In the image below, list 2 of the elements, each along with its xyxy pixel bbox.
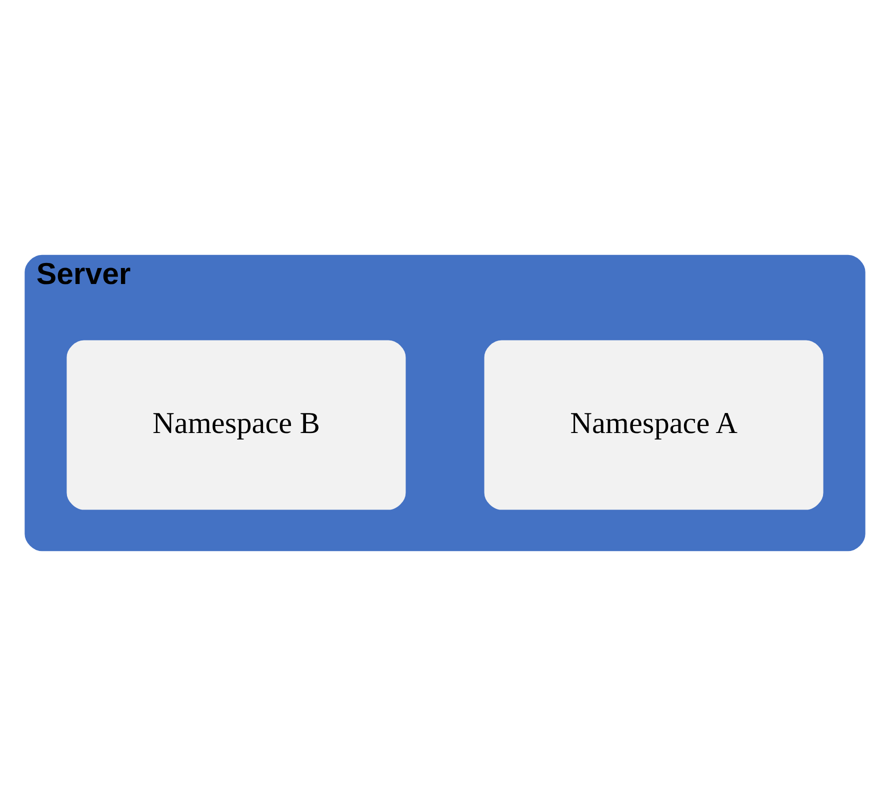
- node-box: Namespace A: [484, 340, 824, 510]
- node-box: Namespace B: [66, 340, 406, 510]
